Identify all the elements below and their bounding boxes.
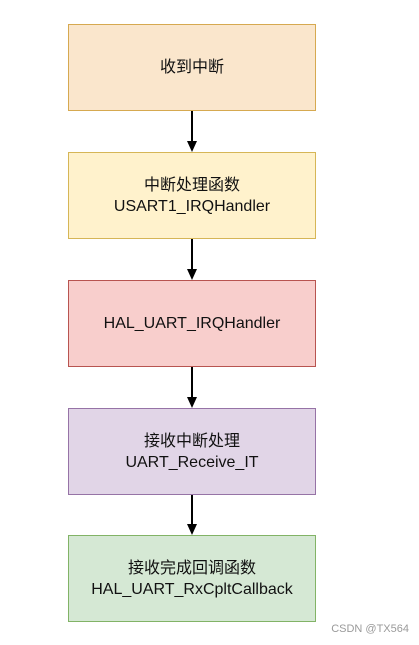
- node-label: HAL_UART_IRQHandler: [103, 315, 281, 332]
- flow-arrow-2: [187, 239, 197, 280]
- arrow-head: [187, 524, 197, 535]
- flow-node-receive-interrupt-processing: 接收中断处理 UART_Receive_IT: [68, 408, 316, 495]
- flow-arrow-1: [187, 111, 197, 152]
- flow-node-hal-uart-irqhandler: HAL_UART_IRQHandler: [68, 280, 316, 367]
- arrow-shaft: [191, 239, 193, 270]
- node-label: USART1_IRQHandler: [113, 197, 271, 215]
- node-label: UART_Receive_IT: [125, 453, 259, 471]
- node-label: 收到中断: [159, 59, 224, 76]
- flow-node-interrupt-received: 收到中断: [68, 24, 316, 111]
- flow-arrow-4: [187, 495, 197, 535]
- watermark: CSDN @TX564: [331, 623, 409, 635]
- arrow-shaft: [191, 111, 193, 142]
- node-label: 接收完成回调函数: [127, 559, 256, 577]
- flow-node-receive-complete-callback: 接收完成回调函数 HAL_UART_RxCpltCallback: [68, 535, 316, 622]
- arrow-head: [187, 269, 197, 280]
- arrow-shaft: [191, 495, 193, 525]
- flow-arrow-3: [187, 367, 197, 408]
- node-label: 中断处理函数: [143, 176, 240, 194]
- node-label: 接收中断处理: [143, 432, 240, 450]
- flow-node-interrupt-handler: 中断处理函数 USART1_IRQHandler: [68, 152, 316, 239]
- arrow-head: [187, 397, 197, 408]
- arrow-shaft: [191, 367, 193, 398]
- arrow-head: [187, 141, 197, 152]
- node-label: HAL_UART_RxCpltCallback: [91, 580, 293, 598]
